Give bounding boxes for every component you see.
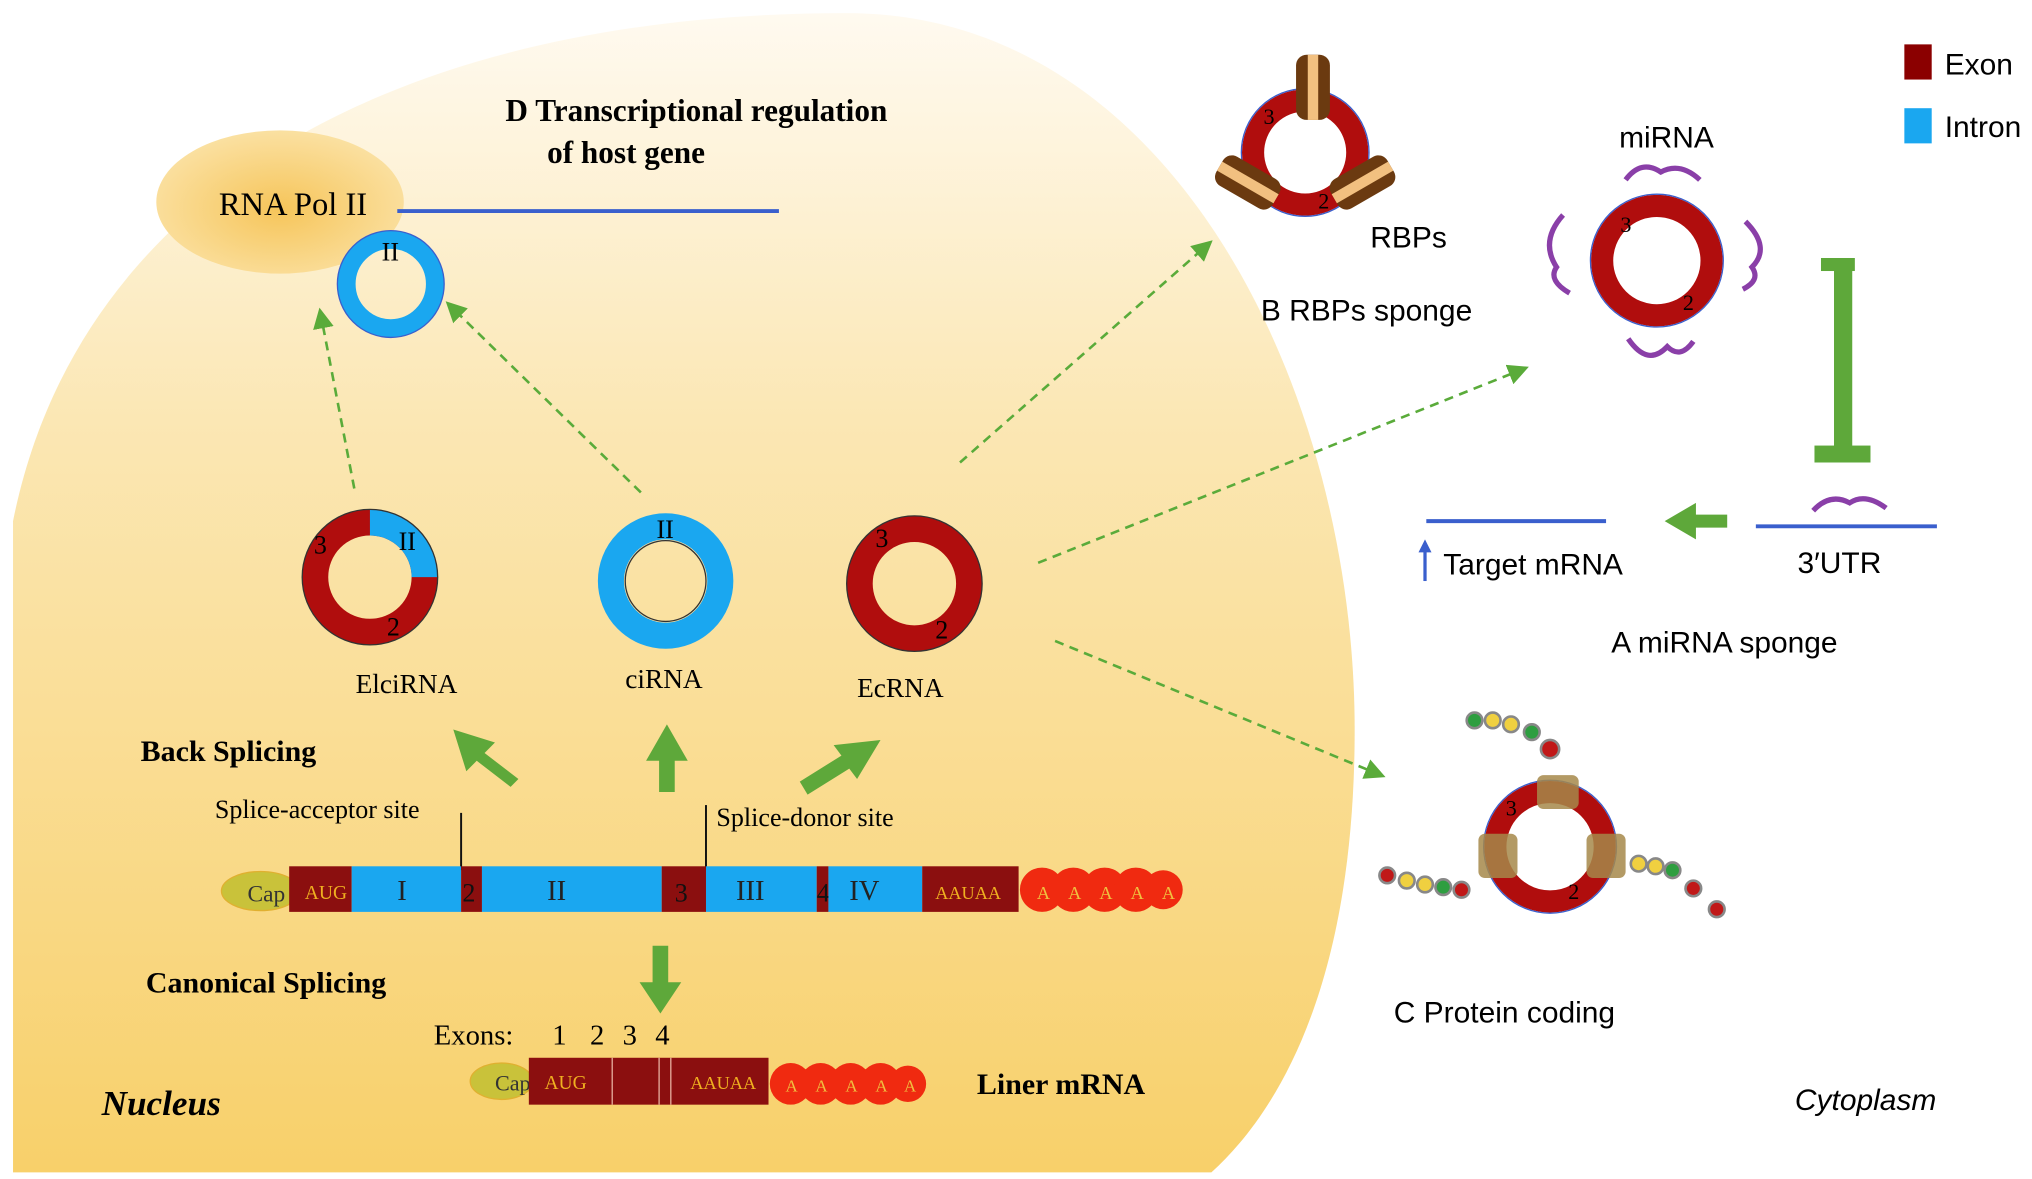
linear-mrna-label: Liner mRNA — [977, 1068, 1146, 1101]
svg-text:Exons:: Exons: — [434, 1020, 514, 1052]
bound-mirna — [1811, 496, 1888, 513]
svg-text:4: 4 — [817, 878, 830, 907]
target-mrna-label: Target mRNA — [1443, 549, 1623, 582]
b-title: B RBPs sponge — [1261, 295, 1472, 328]
svg-text:2: 2 — [1318, 189, 1329, 214]
svg-text:A: A — [815, 1077, 828, 1096]
svg-text:AUG: AUG — [305, 883, 347, 904]
svg-text:2: 2 — [1568, 879, 1579, 904]
svg-text:3: 3 — [623, 1020, 637, 1052]
left-arrow-icon — [1664, 502, 1728, 540]
svg-text:A: A — [1068, 883, 1082, 903]
linear-mrna: Cap AUG AAUAA A A A A A — [469, 1057, 927, 1105]
svg-text:3: 3 — [875, 524, 888, 553]
svg-text:2: 2 — [935, 615, 948, 644]
svg-text:A: A — [1162, 883, 1176, 903]
legend: Exon Intron — [1904, 44, 2022, 144]
svg-text:AAUAA: AAUAA — [935, 883, 1002, 903]
svg-text:A: A — [875, 1077, 888, 1096]
pol-ring: II — [336, 229, 445, 339]
svg-text:A: A — [785, 1077, 798, 1096]
rna-pol-label: RNA Pol II — [219, 187, 367, 223]
svg-text:2: 2 — [1683, 290, 1694, 315]
poly-a-tail — [1019, 867, 1183, 912]
ecrna-label: EcRNA — [857, 673, 944, 703]
splice-acceptor-label: Splice-acceptor site — [215, 795, 420, 824]
svg-text:A: A — [904, 1077, 917, 1096]
canonical-arrow — [639, 945, 682, 1014]
svg-text:2: 2 — [590, 1020, 604, 1052]
mirna-sponge-ring: 3 2 — [1546, 164, 1763, 358]
svg-text:3: 3 — [675, 878, 688, 907]
c-title: C Protein coding — [1394, 997, 1615, 1030]
svg-text:1: 1 — [552, 1020, 566, 1052]
pre-mrna: Cap AUG I 2 II 3 III 4 IV AAUAA A A A A … — [220, 866, 1183, 912]
svg-text:Cap: Cap — [495, 1070, 531, 1095]
svg-text:II: II — [656, 515, 673, 544]
rna-pol-ii — [156, 130, 404, 274]
inhibition-bar — [1814, 257, 1871, 463]
dashed-arrows — [313, 240, 1529, 779]
svg-text:A: A — [1037, 883, 1051, 903]
rbps-sponge-ring: 3 2 — [1215, 54, 1396, 217]
nucleus-label: Nucleus — [101, 1084, 221, 1123]
svg-text:A: A — [845, 1077, 858, 1096]
svg-text:II: II — [399, 527, 416, 556]
elcirna-circle: 3 II 2 — [301, 508, 439, 646]
mirna-label: miRNA — [1619, 121, 1714, 154]
exons-numbering: Exons: 1 2 3 4 — [434, 1020, 670, 1052]
svg-text:IV: IV — [849, 875, 880, 907]
cirna-circle: II — [597, 513, 734, 649]
svg-text:II: II — [382, 238, 399, 267]
svg-text:Exon: Exon — [1945, 48, 2013, 81]
cytoplasm-label: Cytoplasm — [1795, 1084, 1936, 1117]
svg-text:A: A — [1099, 883, 1113, 903]
svg-text:A: A — [1131, 883, 1145, 903]
elcirna-label: ElciRNA — [356, 669, 458, 699]
svg-text:2: 2 — [462, 878, 475, 907]
svg-text:2: 2 — [387, 613, 400, 642]
back-splicing-label: Back Splicing — [141, 735, 317, 768]
svg-text:4: 4 — [655, 1020, 669, 1052]
svg-text:3: 3 — [1620, 212, 1631, 237]
protein-coding-ring: 3 2 — [1378, 711, 1726, 919]
cirna-label: ciRNA — [625, 664, 703, 694]
svg-text:AUG: AUG — [544, 1073, 586, 1094]
svg-text:3: 3 — [1263, 104, 1274, 129]
a-title: A miRNA sponge — [1611, 627, 1837, 660]
canonical-splicing-label: Canonical Splicing — [146, 967, 386, 1000]
d-title: D Transcriptional regulation — [505, 93, 887, 128]
splice-donor-label: Splice-donor site — [716, 803, 893, 832]
utr-label: 3′UTR — [1798, 547, 1882, 580]
svg-text:3: 3 — [314, 531, 327, 560]
svg-text:III: III — [736, 875, 765, 907]
ecrna-circle: 3 2 — [846, 515, 983, 653]
svg-text:Intron: Intron — [1945, 111, 2022, 144]
back-splicing-arrows — [453, 724, 881, 795]
svg-text:I: I — [397, 875, 407, 907]
rbps-label: RBPs — [1370, 222, 1447, 255]
d-title-2: of host gene — [547, 135, 705, 170]
svg-text:3: 3 — [1506, 795, 1517, 820]
svg-text:II: II — [547, 875, 566, 907]
svg-text:Cap: Cap — [247, 881, 285, 907]
up-arrow-icon — [1418, 539, 1432, 582]
svg-text:AAUAA: AAUAA — [690, 1073, 757, 1093]
